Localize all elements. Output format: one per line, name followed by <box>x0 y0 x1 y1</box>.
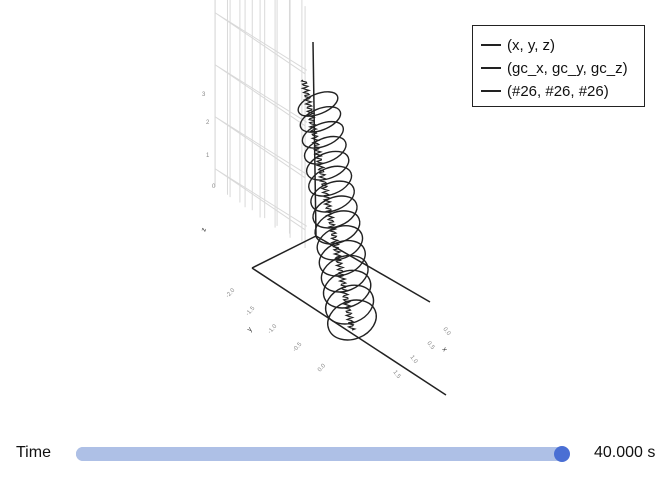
y-tick-label: -2.0 <box>225 287 237 299</box>
axis-line <box>251 267 447 396</box>
z-tick-label: 0 <box>212 184 216 190</box>
time-label: Time <box>16 444 51 461</box>
x-tick-label: 0.5 <box>425 341 435 352</box>
time-slider-track[interactable] <box>76 446 570 462</box>
legend-item: (gc_x, gc_y, gc_z) <box>481 57 628 79</box>
y-tick-label: -1.0 <box>267 323 279 335</box>
grid-line <box>214 12 308 75</box>
legend-label: (gc_x, gc_y, gc_z) <box>507 59 628 77</box>
axis-line <box>251 235 317 269</box>
helix-loop <box>308 165 353 197</box>
legend-item: (#26, #26, #26) <box>481 80 609 102</box>
legend-label: (x, y, z) <box>507 36 556 54</box>
x-tick-label: 1.0 <box>408 355 418 366</box>
time-slider-fill <box>76 447 566 461</box>
x-axis-label: x <box>440 346 448 353</box>
grid-line <box>214 64 308 127</box>
legend-item: (x, y, z) <box>481 34 555 56</box>
y-tick-label: -0.5 <box>292 341 304 353</box>
time-value: 40.000 s <box>594 444 656 461</box>
guiding-center-curve <box>300 79 357 331</box>
legend-line-icon <box>481 67 501 69</box>
helix-loop <box>310 180 355 213</box>
helix-loop <box>305 150 350 181</box>
z-tick-label: 1 <box>206 153 210 159</box>
y-axis-label: y <box>246 326 254 334</box>
grid-line <box>214 168 308 231</box>
z-axis-label: z <box>200 227 208 233</box>
x-tick-label: 1.5 <box>391 370 401 381</box>
y-tick-label: 0.0 <box>317 363 327 374</box>
y-tick-label: -1.5 <box>245 305 257 317</box>
axis-line <box>315 235 431 303</box>
x-tick-label: 0.0 <box>441 327 451 338</box>
z-tick-label: 2 <box>206 120 210 126</box>
helix-loop <box>297 91 339 117</box>
time-slider-knob[interactable] <box>553 446 570 462</box>
legend-label: (#26, #26, #26) <box>507 82 609 100</box>
helix-loop <box>312 195 358 229</box>
helix-loop <box>303 135 347 165</box>
helix-loop <box>299 106 342 133</box>
helix-loop <box>327 299 377 341</box>
legend-line-icon <box>481 44 501 46</box>
helix-loop <box>301 120 344 149</box>
grid-line <box>214 116 308 179</box>
helix-loop <box>320 254 369 293</box>
z-tick-label: 3 <box>202 92 206 98</box>
plot-3d-scene[interactable]: 0 1 2 3 0.0 -0.5 -1.0 -1.5 -2.0 0.0 0.5 1.0 1.5 z y x <box>0 0 672 420</box>
legend-line-icon <box>481 90 501 92</box>
legend: (x, y, z) (gc_x, gc_y, gc_z) (#26, #26, … <box>472 25 645 107</box>
